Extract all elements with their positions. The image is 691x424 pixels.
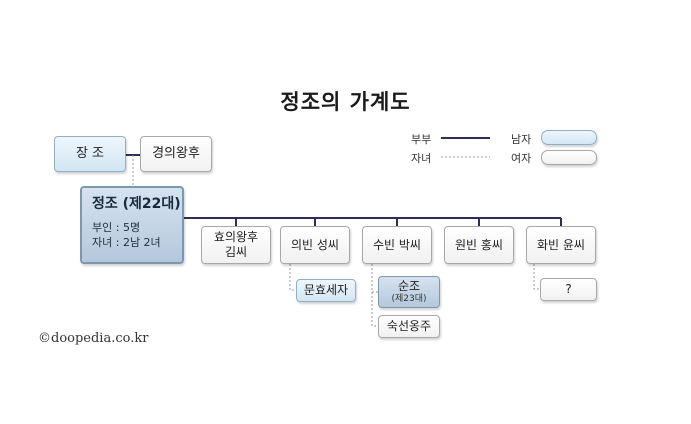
- node-jeongjo-children: 자녀 : 2남 2녀: [92, 236, 161, 250]
- node-sunjo-sub: (제23대): [391, 293, 427, 304]
- child-line-sukseon: [371, 292, 378, 327]
- node-munhyo-label: 문효세자: [303, 283, 349, 297]
- page-title: 정조의 가계도: [280, 90, 411, 114]
- node-jeongjo-name: 정조 (제22대): [92, 196, 181, 212]
- legend-female-swatch: [541, 150, 597, 165]
- node-sunjo: 순조 (제23대): [378, 276, 440, 308]
- node-wonbin: 원빈 홍씨: [444, 226, 514, 264]
- child-line-munhyo: [289, 264, 296, 291]
- node-subin: 수빈 박씨: [362, 226, 432, 264]
- node-gyeongui: 경의왕후: [140, 136, 212, 172]
- node-sukseon-label: 숙선옹주: [386, 319, 432, 333]
- copyright-icon: ©: [38, 331, 51, 346]
- node-gyeongui-label: 경의왕후: [152, 145, 200, 161]
- child-line-unknown: [533, 264, 540, 290]
- node-jangjo: 장 조: [54, 136, 126, 172]
- legend-male-swatch: [541, 130, 597, 145]
- credit: ©doopedia.co.kr: [38, 331, 148, 346]
- node-uibin-label: 의빈 성씨: [291, 237, 339, 252]
- node-jeongjo-wives: 부인 : 5명: [92, 220, 141, 234]
- legend-female-label: 여자: [511, 152, 532, 165]
- node-hyoui: 효의왕후 김씨: [201, 226, 271, 264]
- credit-text: doopedia.co.kr: [51, 331, 149, 346]
- legend-child-label: 자녀: [411, 152, 432, 165]
- node-unknown: ?: [540, 278, 597, 301]
- node-jangjo-label: 장 조: [75, 145, 105, 161]
- node-sukseon: 숙선옹주: [378, 315, 440, 338]
- legend-male-label: 남자: [511, 133, 532, 146]
- legend-spouse-label: 부부: [411, 133, 432, 146]
- node-wonbin-label: 원빈 홍씨: [455, 237, 503, 252]
- node-munhyo: 문효세자: [296, 279, 356, 302]
- node-hwabin: 화빈 윤씨: [526, 226, 596, 264]
- node-jeongjo: 정조 (제22대) 부인 : 5명 자녀 : 2남 2녀: [80, 186, 184, 264]
- node-unknown-label: ?: [565, 282, 572, 296]
- node-hyoui-line1: 효의왕후: [213, 230, 259, 244]
- node-hwabin-label: 화빈 윤씨: [537, 237, 585, 252]
- node-sunjo-label: 순조: [397, 278, 421, 293]
- node-subin-label: 수빈 박씨: [373, 237, 421, 252]
- node-hyoui-line2: 김씨: [224, 245, 248, 259]
- node-uibin: 의빈 성씨: [280, 226, 350, 264]
